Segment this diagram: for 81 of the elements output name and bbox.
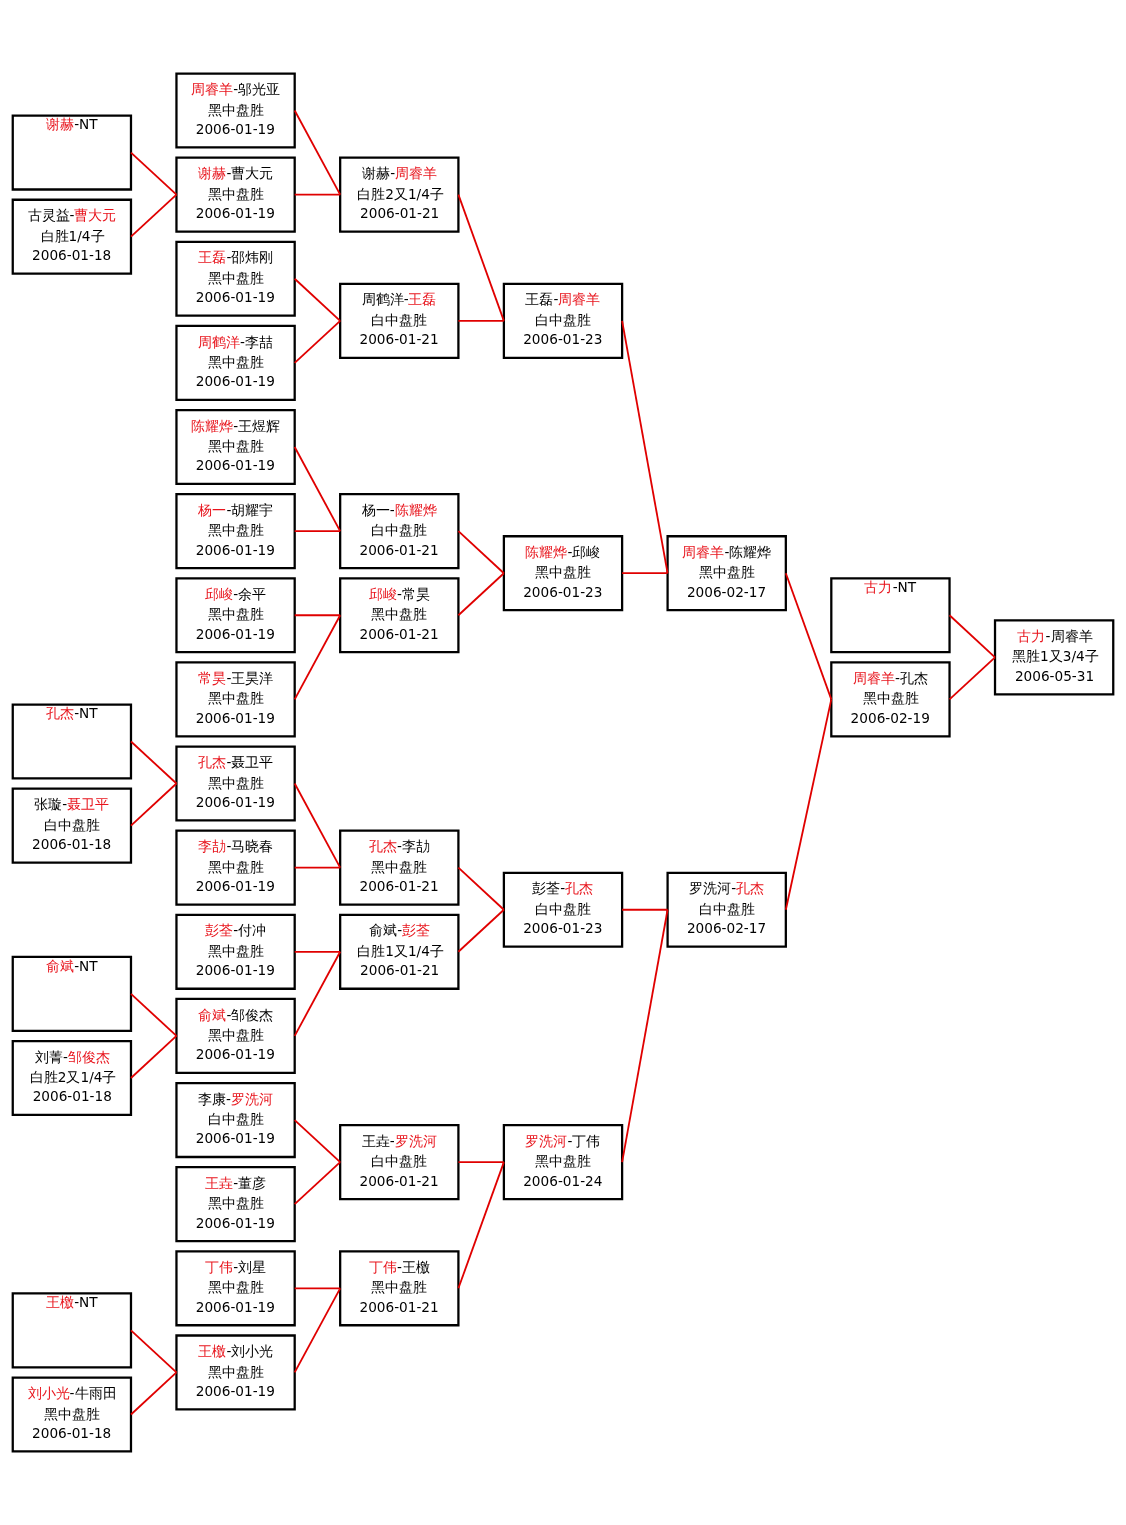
connector (457, 1161, 505, 1290)
connector (130, 782, 178, 827)
connector (293, 1287, 342, 1290)
connector (457, 1161, 505, 1164)
connector (784, 698, 833, 911)
connector (130, 151, 178, 196)
node-box: 周睿羊-陈耀烨 黑中盘胜 2006-02-17 (666, 535, 787, 612)
node-box: 丁伟-王檄 黑中盘胜 2006-01-21 (339, 1250, 460, 1327)
node-box: 孔杰-NT (11, 703, 133, 780)
connector (457, 866, 505, 911)
node-box: 王磊-邵炜刚 黑中盘胜 2006-01-19 (175, 240, 296, 317)
node-box: 罗洗河-孔杰 白中盘胜 2006-02-17 (666, 871, 787, 948)
connector (293, 866, 342, 869)
node-box: 古力-周睿羊 黑胜1又3/4子 2006-05-31 (993, 619, 1115, 696)
node-box: 王檄-刘小光 黑中盘胜 2006-01-19 (175, 1334, 296, 1411)
connector (293, 1119, 342, 1164)
connector (293, 1161, 342, 1206)
node-box: 陈耀烨-王煜辉 黑中盘胜 2006-01-19 (175, 408, 296, 486)
node-box: 杨一-陈耀烨 白中盘胜 2006-01-21 (339, 493, 460, 570)
node-box: 古力-NT (830, 577, 951, 654)
node-box: 谢赫-周睿羊 白胜2又1/4子 2006-01-21 (339, 156, 460, 233)
connector (457, 319, 505, 322)
node-box: 俞斌-彭荃 白胜1又1/4子 2006-01-21 (339, 913, 460, 990)
connector (457, 908, 505, 953)
connector (130, 1371, 178, 1416)
connector (130, 740, 178, 785)
connector (130, 193, 178, 238)
node-box: 陈耀烨-邱峻 黑中盘胜 2006-01-23 (502, 535, 624, 612)
connector (293, 614, 342, 701)
node-box: 谢赫-NT (11, 114, 133, 191)
node-box: 常昊-王昊洋 黑中盘胜 2006-01-19 (175, 661, 296, 738)
connector (293, 950, 342, 1037)
connector (293, 193, 342, 196)
node-box: 刘菁-邹俊杰 白胜2又1/4子 2006-01-18 (11, 1039, 133, 1117)
node-box: 丁伟-刘星 黑中盘胜 2006-01-19 (175, 1250, 296, 1327)
connector (948, 656, 996, 701)
node-box: 周鹤洋-李喆 黑中盘胜 2006-01-19 (175, 324, 296, 401)
node-box: 俞斌-邹俊杰 黑中盘胜 2006-01-19 (175, 997, 296, 1074)
connector (130, 992, 178, 1037)
node-box: 王檄-NT (11, 1292, 133, 1369)
node-box: 邱峻-余平 黑中盘胜 2006-01-19 (175, 577, 296, 654)
node-box: 杨一-胡耀宇 黑中盘胜 2006-01-19 (175, 493, 296, 570)
connector (130, 1035, 178, 1079)
node-box: 罗洗河-丁伟 黑中盘胜 2006-01-24 (502, 1124, 624, 1201)
node-box: 彭荃-付冲 黑中盘胜 2006-01-19 (175, 913, 296, 990)
node-box: 王垚-董彦 黑中盘胜 2006-01-19 (175, 1166, 296, 1243)
connector (293, 782, 342, 869)
node-box: 邱峻-常昊 黑中盘胜 2006-01-21 (339, 577, 460, 654)
node-box: 王磊-周睿羊 白中盘胜 2006-01-23 (502, 282, 624, 359)
connector (621, 572, 669, 575)
node-box: 彭荃-孔杰 白中盘胜 2006-01-23 (502, 871, 624, 948)
node-box: 俞斌-NT (11, 955, 133, 1032)
node-box: 王垚-罗洗河 白中盘胜 2006-01-21 (339, 1124, 460, 1201)
connector (293, 614, 342, 617)
node-box: 李康-罗洗河 白中盘胜 2006-01-19 (175, 1081, 296, 1159)
connector (293, 109, 342, 196)
connector (293, 530, 342, 533)
connector (621, 908, 669, 1164)
node-box: 李劼-马晓春 黑中盘胜 2006-01-19 (175, 829, 296, 906)
node-box: 古灵益-曹大元 白胜1/4子 2006-01-18 (11, 198, 133, 275)
node-box: 张璇-聂卫平 白中盘胜 2006-01-18 (11, 787, 133, 864)
connector (621, 319, 669, 575)
node-box: 孔杰-聂卫平 黑中盘胜 2006-01-19 (175, 745, 296, 822)
connector (293, 277, 342, 322)
connector (293, 319, 342, 364)
connector (130, 1329, 178, 1374)
connector (948, 614, 996, 659)
node-box: 谢赫-曹大元 黑中盘胜 2006-01-19 (175, 156, 296, 233)
connector (457, 193, 505, 322)
connector (457, 530, 505, 575)
connector (293, 950, 342, 953)
node-box: 周睿羊-邬光亚 黑中盘胜 2006-01-19 (175, 72, 296, 149)
node-box: 刘小光-牛雨田 黑中盘胜 2006-01-18 (11, 1376, 133, 1453)
connector (293, 1287, 342, 1374)
connector (457, 572, 505, 617)
node-box: 周睿羊-孔杰 黑中盘胜 2006-02-19 (830, 661, 951, 738)
connector (621, 908, 669, 911)
connector (293, 446, 342, 533)
connector (784, 572, 833, 701)
node-box: 周鹤洋-王磊 白中盘胜 2006-01-21 (339, 282, 460, 359)
node-box: 孔杰-李劼 黑中盘胜 2006-01-21 (339, 829, 460, 906)
